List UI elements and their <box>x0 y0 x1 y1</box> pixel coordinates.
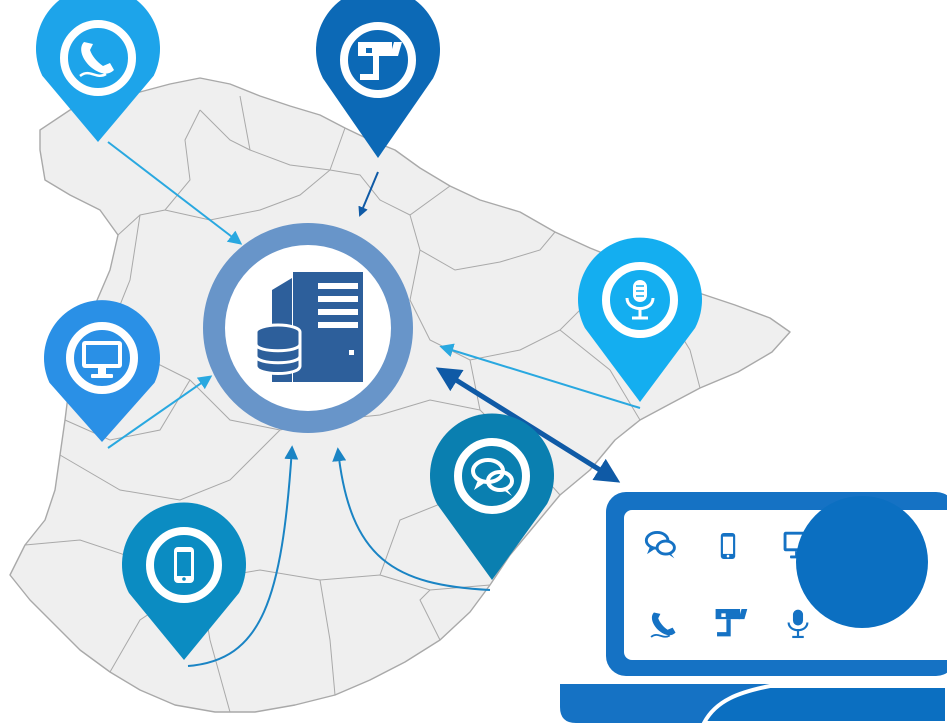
mobile-phone-icon <box>720 533 736 559</box>
security-camera-icon <box>715 609 748 637</box>
pin-monitor <box>43 300 160 442</box>
pin-microphone <box>578 237 702 402</box>
arrow-chat-to-server <box>332 447 491 591</box>
person-shoulders <box>701 684 947 723</box>
arrow-camera-to-server <box>358 171 379 217</box>
person-head <box>796 496 928 628</box>
operator-person <box>701 496 947 723</box>
microphone-icon <box>787 609 809 639</box>
pin-phone <box>36 0 160 142</box>
mobile-phone-icon <box>174 547 194 583</box>
central-server-hub <box>203 223 413 433</box>
server-database-icon <box>254 272 363 382</box>
arrow-monitor-to-server <box>107 375 213 449</box>
arrow-phone-to-server <box>107 141 243 245</box>
pin-camera <box>316 0 440 158</box>
arrow-mobile-to-server <box>187 445 299 667</box>
operator-workstation <box>560 492 947 723</box>
phone-icon <box>650 612 676 638</box>
pin-chat <box>429 413 554 580</box>
pin-mobile <box>122 502 246 660</box>
